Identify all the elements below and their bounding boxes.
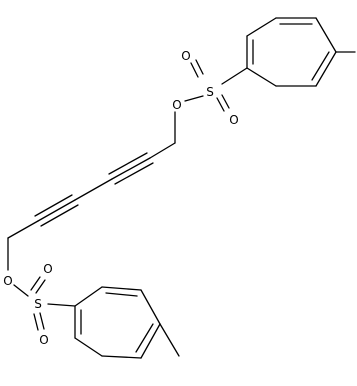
triple-bond [37, 199, 76, 222]
triple-bond [111, 157, 151, 180]
sulfur-atom-top: S [206, 85, 214, 99]
bond [221, 67, 248, 85]
bond [30, 276, 41, 291]
bond [246, 17, 277, 37]
aromatic-bond [311, 51, 330, 81]
bond [101, 355, 142, 359]
oxygen-atom-bottom-sulfonyl-1: O [43, 262, 52, 276]
bond [149, 142, 176, 159]
bond [35, 279, 46, 294]
bond [221, 94, 230, 109]
bond [47, 303, 76, 307]
oxygen-atom-top-sulfonyl-2: O [229, 113, 238, 127]
oxygen-atom-bottom-ester: O [3, 274, 12, 288]
sulfur-atom-bottom: S [34, 297, 42, 311]
bottom-toluene-ring [74, 286, 180, 359]
bond [74, 286, 103, 307]
aromatic-bond [135, 323, 154, 353]
bottom-sulfonyl-group: O S O O [3, 262, 76, 347]
methyl-bond [159, 323, 180, 357]
top-toluene-ring [246, 17, 356, 87]
bond [315, 51, 337, 87]
oxygen-atom-top-sulfonyl-1: O [181, 49, 190, 63]
bond [140, 289, 161, 325]
bond [216, 97, 225, 112]
bond [195, 59, 204, 75]
triple-bond [114, 162, 154, 185]
bond [315, 17, 337, 53]
oxygen-atom-bottom-sulfonyl-2: O [39, 333, 48, 347]
triple-bond [108, 152, 148, 175]
hexadiyne-chain [7, 111, 176, 271]
bond [101, 286, 142, 291]
oxygen-atom-top-ester: O [172, 98, 181, 112]
bond [13, 284, 29, 297]
top-sulfonyl-group: S O O O [172, 49, 248, 127]
bond [184, 95, 204, 102]
bond [74, 178, 113, 201]
bond [74, 337, 103, 357]
bond [7, 220, 39, 239]
bond [140, 323, 161, 359]
bond [33, 313, 39, 331]
aromatic-bond [105, 292, 138, 297]
bond [190, 62, 199, 78]
bond [246, 67, 277, 87]
triple-bond [40, 204, 79, 227]
triple-bond [34, 194, 73, 217]
bond [39, 312, 45, 330]
